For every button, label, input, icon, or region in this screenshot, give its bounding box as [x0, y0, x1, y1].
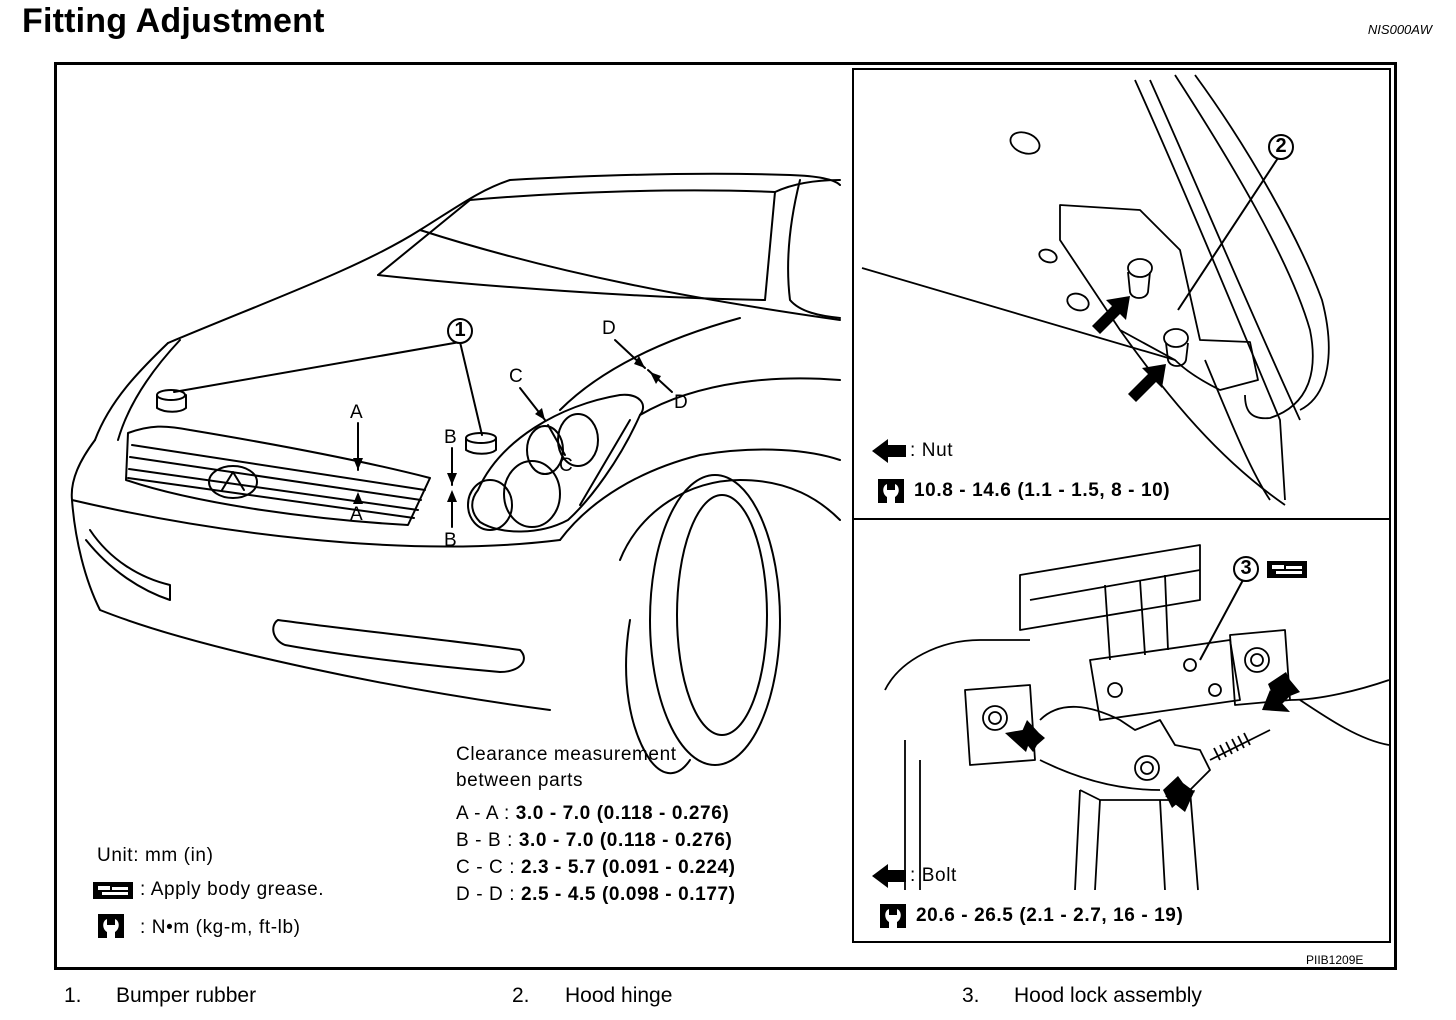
- clearance-row: C - C : 2.3 - 5.7 (0.091 - 0.224): [456, 857, 736, 878]
- figure-code: PIIB1209E: [1306, 953, 1364, 967]
- grease-icon: [93, 882, 133, 899]
- label-c-bottom: C: [559, 455, 573, 476]
- grease-icon: [1267, 561, 1307, 578]
- torque-wrench-icon: [880, 904, 906, 928]
- callout-2: 2: [1275, 135, 1287, 157]
- document-code: NIS000AW: [1367, 22, 1432, 37]
- lock-torque-value: 20.6 - 26.5 (2.1 - 2.7, 16 - 19): [916, 905, 1184, 926]
- clearance-row: A - A : 3.0 - 7.0 (0.118 - 0.276): [456, 803, 730, 824]
- figure-frame: [54, 62, 1397, 970]
- grease-legend: : Apply body grease.: [140, 879, 325, 900]
- label-a-bottom: A: [350, 504, 363, 525]
- callout-1: 1: [454, 319, 466, 341]
- part-name: Bumper rubber: [116, 984, 257, 1007]
- clearance-row: B - B : 3.0 - 7.0 (0.118 - 0.276): [456, 830, 733, 851]
- label-d-bottom: D: [674, 392, 688, 413]
- label-b-bottom: B: [444, 530, 457, 551]
- label-d-top: D: [602, 318, 616, 339]
- label-c-top: C: [509, 366, 523, 387]
- part-number: 2.: [512, 984, 530, 1007]
- bolt-legend: : Bolt: [910, 865, 957, 886]
- page-title: Fitting Adjustment: [22, 2, 325, 40]
- callout-3: 3: [1240, 557, 1252, 579]
- torque-unit-legend: : N•m (kg-m, ft-lb): [140, 917, 301, 938]
- torque-wrench-icon: [878, 479, 904, 503]
- part-number: 1.: [64, 984, 82, 1007]
- clearance-heading-2: between parts: [456, 770, 584, 791]
- hinge-torque-value: 10.8 - 14.6 (1.1 - 1.5, 8 - 10): [914, 480, 1171, 501]
- label-a-top: A: [350, 402, 363, 423]
- hood-lock-panel: [852, 518, 1391, 943]
- label-b-top: B: [444, 427, 457, 448]
- part-name: Hood hinge: [565, 984, 673, 1007]
- part-number: 3.: [962, 984, 980, 1007]
- clearance-heading-1: Clearance measurement: [456, 744, 677, 765]
- part-name: Hood lock assembly: [1014, 984, 1202, 1007]
- clearance-row: D - D : 2.5 - 4.5 (0.098 - 0.177): [456, 884, 736, 905]
- unit-legend: Unit: mm (in): [97, 845, 214, 866]
- nut-legend: : Nut: [910, 440, 954, 461]
- torque-wrench-icon: [98, 914, 124, 938]
